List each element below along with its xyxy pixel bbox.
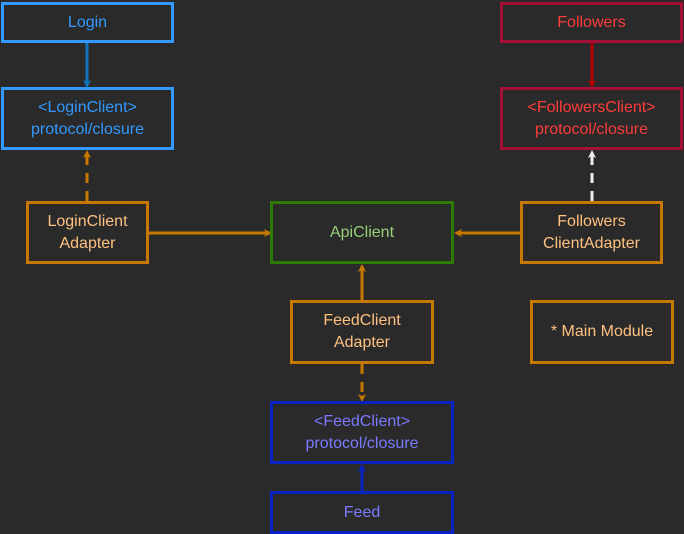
login-label: Login xyxy=(67,13,108,31)
login-client-adapter-node[interactable]: LoginClient Adapter xyxy=(26,201,149,264)
login-client-label: <LoginClient> xyxy=(38,98,137,116)
main-module-label: * Main Module xyxy=(550,323,654,340)
api-client-node[interactable]: ApiClient xyxy=(270,201,454,264)
followers-node[interactable]: Followers xyxy=(500,2,683,43)
feed-client-adapter-sublabel: Adapter xyxy=(333,334,391,351)
login-client-sublabel: protocol/closure xyxy=(31,120,144,138)
login-node[interactable]: Login xyxy=(1,2,174,43)
feed-client-node[interactable]: <FeedClient> protocol/closure xyxy=(270,401,454,464)
login-client-adapter-sublabel: Adapter xyxy=(59,234,116,252)
api-client-label: ApiClient xyxy=(329,223,395,241)
followers-client-label: <FollowersClient> xyxy=(527,98,656,116)
followers-label: Followers xyxy=(557,13,626,31)
followers-client-adapter-sublabel: ClientAdapter xyxy=(543,234,640,252)
feed-client-adapter-label: FeedClient xyxy=(323,312,401,329)
followers-client-adapter-label: Followers xyxy=(557,212,626,230)
main-module-note: * Main Module xyxy=(530,300,674,364)
feed-node[interactable]: Feed xyxy=(270,491,454,534)
followers-client-sublabel: protocol/closure xyxy=(535,120,648,138)
feed-client-sublabel: protocol/closure xyxy=(305,434,419,452)
followers-client-node[interactable]: <FollowersClient> protocol/closure xyxy=(500,87,683,150)
feed-client-label: <FeedClient> xyxy=(313,412,411,430)
followers-client-adapter-node[interactable]: Followers ClientAdapter xyxy=(520,201,663,264)
login-client-adapter-label: LoginClient xyxy=(47,212,128,230)
feed-label: Feed xyxy=(343,503,381,521)
login-client-node[interactable]: <LoginClient> protocol/closure xyxy=(1,87,174,150)
feed-client-adapter-node[interactable]: FeedClient Adapter xyxy=(290,300,434,364)
